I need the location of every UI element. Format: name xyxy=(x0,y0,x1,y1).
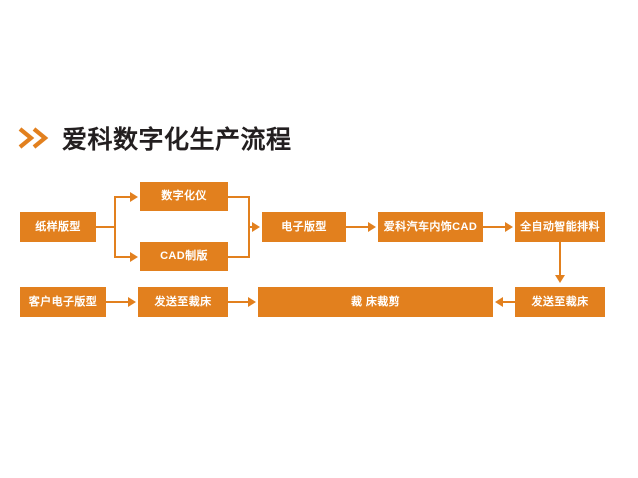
node-auto-nesting[interactable]: 全自动智能排料 xyxy=(515,212,605,242)
node-client-digital-pattern[interactable]: 客户电子版型 xyxy=(20,287,106,317)
page-title: 爱科数字化生产流程 xyxy=(62,126,292,154)
node-cutter-cutting[interactable]: 裁 床裁剪 xyxy=(258,287,493,317)
node-paper-pattern[interactable]: 纸样版型 xyxy=(20,212,96,242)
node-aike-automotive-interior-cad[interactable]: 爱科汽车内饰CAD xyxy=(378,212,483,242)
node-cad-pattern[interactable]: CAD制版 xyxy=(140,242,228,271)
node-digitizer[interactable]: 数字化仪 xyxy=(140,182,228,211)
node-digital-pattern[interactable]: 电子版型 xyxy=(262,212,346,242)
double-chevron-right-icon xyxy=(18,126,52,155)
page-header: 爱科数字化生产流程 xyxy=(18,126,292,155)
node-send-to-cutter-2[interactable]: 发送至裁床 xyxy=(515,287,605,317)
node-send-to-cutter-1[interactable]: 发送至裁床 xyxy=(138,287,228,317)
